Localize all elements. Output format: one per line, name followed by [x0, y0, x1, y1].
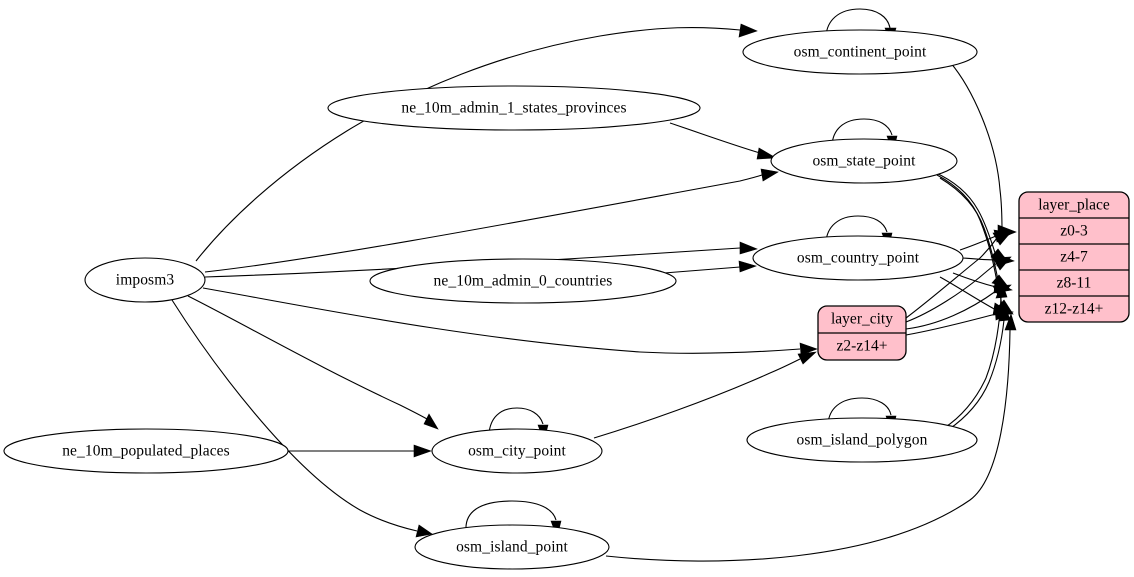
edge-ne_10m_admin_0_countries-to-osm_country_point [663, 260, 757, 274]
node-ne_10m_admin_1_states_provinces[interactable]: ne_10m_admin_1_states_provinces [327, 85, 701, 131]
edge-osm_island_polygon-to-layer_place-z12-z14+ [947, 304, 1011, 431]
record-node-layer_place[interactable]: layer_place z0-3 z4-7 z8-11 z12-z14+ [1018, 191, 1130, 323]
node-label-osm_island_point: osm_island_point [456, 539, 568, 556]
edge-osm_city_point-to-layer_city [593, 351, 817, 439]
record-title-layer_city: layer_city [831, 311, 893, 328]
node-label-osm_country_point: osm_country_point [797, 250, 920, 267]
node-label-imposm3: imposm3 [116, 272, 175, 289]
node-label-ne_10m_populated_places: ne_10m_populated_places [62, 443, 230, 460]
edge-ne_10m_populated_places-to-osm_city_point [288, 444, 432, 458]
record-row-layer_place-z8-11[interactable]: z8-11 [1057, 275, 1092, 292]
node-label-osm_continent_point: osm_continent_point [794, 44, 927, 61]
edge-imposm3-to-osm_island_point [171, 299, 433, 538]
node-osm_island_polygon[interactable]: osm_island_polygon [746, 417, 978, 463]
record-node-layer_city[interactable]: layer_city z2-z14+ [817, 305, 907, 361]
node-label-osm_city_point: osm_city_point [468, 443, 566, 460]
edge-layer_city-to-layer_place-z4-7 [905, 256, 1012, 323]
edge-imposm3-to-osm_continent_point [195, 23, 758, 262]
node-label-ne_10m_admin_1_states_provinces: ne_10m_admin_1_states_provinces [401, 100, 626, 117]
node-osm_city_point[interactable]: osm_city_point [431, 428, 603, 474]
node-label-osm_island_polygon: osm_island_polygon [797, 432, 928, 449]
edge-imposm3-to-osm_state_point [204, 168, 779, 273]
edge-osm_island_point-to-layer_place-z12-z14+ [605, 313, 1017, 562]
record-row-layer_place-z4-7[interactable]: z4-7 [1060, 249, 1088, 266]
edge-imposm3-to-layer_city [202, 287, 818, 356]
node-layer: imposm3 ne_10m_admin_1_states_provinces … [3, 29, 978, 570]
record-row-layer_place-z12-z14plus[interactable]: z12-z14+ [1045, 301, 1104, 318]
record-title-layer_place: layer_place [1038, 197, 1110, 214]
edge-osm_island_polygon-to-layer_place-z8-11 [943, 281, 1008, 429]
edge-osm_continent_point-to-layer_place-z0-3 [949, 61, 1017, 240]
edge-layer_city-to-layer_place-z12-z14+ [905, 307, 1014, 336]
node-ne_10m_populated_places[interactable]: ne_10m_populated_places [3, 428, 289, 474]
edge-imposm3-to-osm_city_point [187, 295, 439, 430]
node-osm_continent_point[interactable]: osm_continent_point [742, 29, 978, 75]
node-osm_island_point[interactable]: osm_island_point [414, 524, 610, 570]
node-imposm3[interactable]: imposm3 [84, 257, 206, 303]
node-label-ne_10m_admin_0_countries: ne_10m_admin_0_countries [434, 273, 613, 290]
record-row-layer_city-z2-z14plus[interactable]: z2-z14+ [837, 338, 888, 355]
node-ne_10m_admin_0_countries[interactable]: ne_10m_admin_0_countries [369, 258, 677, 304]
edge-layer_city-to-layer_place-z0-3 [905, 231, 1012, 319]
edge-layer [171, 8, 1017, 562]
node-osm_state_point[interactable]: osm_state_point [770, 138, 958, 184]
node-label-osm_state_point: osm_state_point [812, 153, 916, 170]
edge-ne_10m_admin_1_states_provinces-to-osm_state_point [669, 122, 778, 160]
record-row-layer_place-z0-3[interactable]: z0-3 [1060, 223, 1088, 240]
node-osm_country_point[interactable]: osm_country_point [752, 235, 964, 281]
